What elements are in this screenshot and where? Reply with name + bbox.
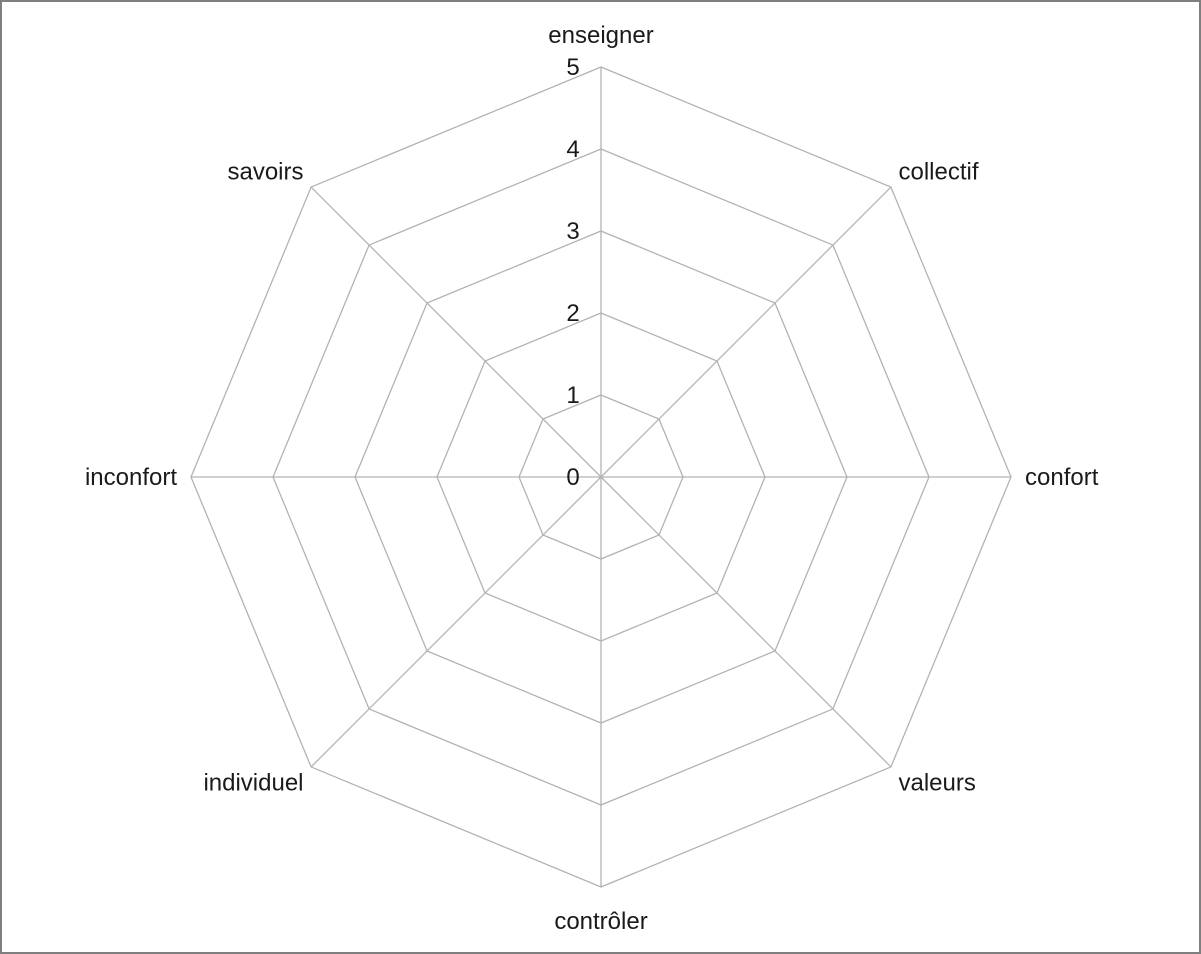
category-label-7: savoirs xyxy=(227,159,303,186)
category-label-4: contrôler xyxy=(554,908,647,935)
tick-label-1: 1 xyxy=(566,382,579,409)
grid-spokes xyxy=(191,67,1011,887)
spoke-1 xyxy=(600,186,892,478)
category-label-1: collectif xyxy=(898,159,978,186)
spoke-3 xyxy=(600,476,892,768)
category-labels: enseigner collectif confort valeurs contrôle… xyxy=(85,22,1099,935)
category-label-5: individuel xyxy=(203,769,303,796)
spoke-7 xyxy=(310,186,602,478)
spoke-5 xyxy=(310,476,602,768)
radial-tick-labels: 0 1 2 3 4 5 xyxy=(566,54,579,491)
category-label-2: confort xyxy=(1025,464,1099,491)
category-label-3: valeurs xyxy=(898,769,975,796)
category-label-6: inconfort xyxy=(85,464,177,491)
tick-label-5: 5 xyxy=(566,54,579,81)
category-label-0: enseigner xyxy=(548,22,653,49)
tick-label-0: 0 xyxy=(566,464,579,491)
tick-label-4: 4 xyxy=(566,136,579,163)
tick-label-3: 3 xyxy=(566,218,579,245)
tick-label-2: 2 xyxy=(566,300,579,327)
